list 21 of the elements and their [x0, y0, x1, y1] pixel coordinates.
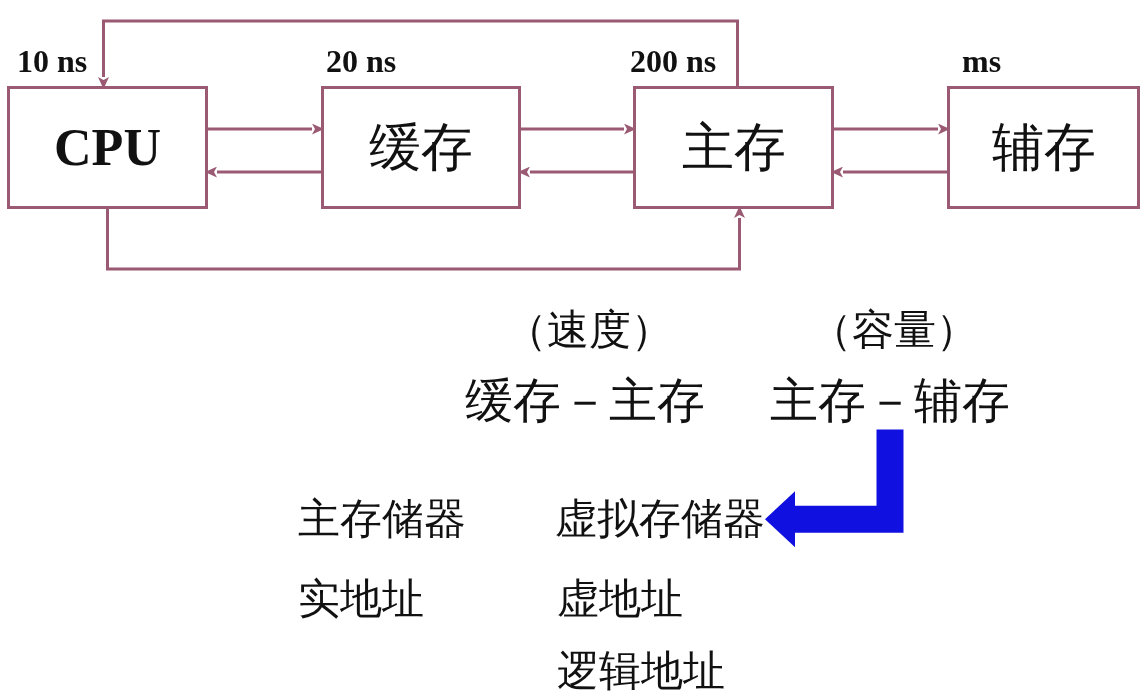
- category-label: （速度）: [505, 306, 673, 355]
- time-label: 200 ns: [630, 45, 717, 77]
- box-title: 辅存: [991, 118, 1096, 177]
- term-label: 实地址: [298, 575, 424, 624]
- time-label: 10 ns: [17, 45, 88, 77]
- pair-label: 缓存－主存: [465, 373, 705, 429]
- time-label: ms: [962, 45, 1002, 77]
- category-label: （容量）: [810, 306, 978, 355]
- term-label: 逻辑地址: [557, 647, 725, 695]
- process-box: [7, 86, 208, 209]
- term-label: 虚拟存储器: [555, 494, 765, 545]
- term-label: 虚地址: [557, 575, 683, 624]
- box-title: CPU: [54, 118, 161, 177]
- process-box: [947, 86, 1140, 209]
- box-title: 主存: [681, 118, 786, 177]
- box-title: 缓存: [369, 118, 473, 177]
- process-box: [633, 86, 834, 209]
- term-label: 主存储器: [298, 495, 466, 544]
- time-label: 20 ns: [326, 45, 397, 77]
- term-label: 主存－辅存: [770, 372, 1010, 430]
- process-box: [321, 86, 521, 209]
